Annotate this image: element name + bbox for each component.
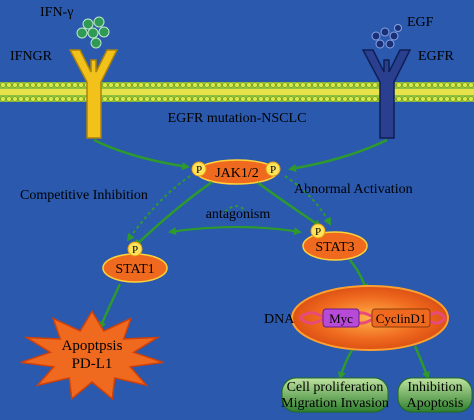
outcome-proliferation: Cell proliferation Migration Invasion (281, 377, 389, 413)
stat1-node: STAT1 (102, 253, 168, 283)
egf-ligand-icon (371, 24, 402, 49)
receptor-arrows (93, 138, 388, 172)
jak-label: JAK1/2 (215, 166, 259, 181)
stat3-node: STAT3 (302, 231, 368, 261)
ifn-gamma-label: IFN-γ (40, 5, 73, 20)
outcome-left-line1: Cell proliferation (287, 380, 384, 395)
jak-phospho-right-label: P (270, 164, 276, 176)
abnormal-activation-label: Abnormal Activation (294, 182, 413, 197)
antagonism-label: antagonism (206, 207, 271, 222)
cell-membrane (0, 82, 474, 102)
jak-node: JAK1/2 (196, 159, 278, 185)
stat1-label: STAT1 (115, 262, 154, 277)
jak-phospho-left-icon: P (191, 161, 207, 177)
dotted-lines (126, 175, 331, 242)
cyclin-label: CyclinD1 (376, 311, 427, 326)
membrane-label: EGFR mutation-NSCLC (168, 111, 307, 126)
egfr-label: EGFR (418, 49, 454, 64)
jak-phospho-left-label: P (196, 164, 202, 176)
stat1-to-apoptosis-arrow (98, 283, 122, 330)
stat3-phospho-icon: P (310, 223, 326, 239)
nucleus-to-outcome-arrows (337, 345, 430, 380)
apoptosis-label-line2: PD-L1 (72, 356, 113, 372)
ifngr-receptor-icon (68, 49, 119, 139)
ifngr-label: IFNGR (10, 49, 53, 64)
antagonism-arrow (168, 226, 302, 236)
stat1-phospho-icon: P (127, 241, 143, 257)
outcome-right-line2: Apoptosis (407, 396, 464, 411)
jak-to-stat-arrows (133, 180, 322, 248)
stat1-phospho-label: P (132, 244, 138, 256)
stat3-phospho-label: P (315, 226, 321, 238)
ifn-gamma-ligand-icon (76, 16, 110, 49)
jak-phospho-right-icon: P (265, 161, 281, 177)
outcome-left-line2: Migration Invasion (281, 396, 389, 411)
competitive-inhibition-label: Competitive Inhibition (20, 188, 148, 203)
stat3-label: STAT3 (315, 240, 354, 255)
outcome-right-line1: Inhibition (407, 380, 462, 395)
dna-label: DNA (264, 312, 295, 327)
nucleus: Myc CyclinD1 (291, 285, 449, 351)
egfr-receptor-icon (361, 49, 412, 139)
outcome-inhibition-apoptosis: Inhibition Apoptosis (397, 377, 473, 413)
myc-label: Myc (329, 311, 353, 326)
apoptosis-burst-icon: Apoptpsis PD-L1 (20, 309, 164, 401)
apoptosis-label-line1: Apoptpsis (62, 338, 123, 354)
egf-label: EGF (407, 15, 434, 30)
